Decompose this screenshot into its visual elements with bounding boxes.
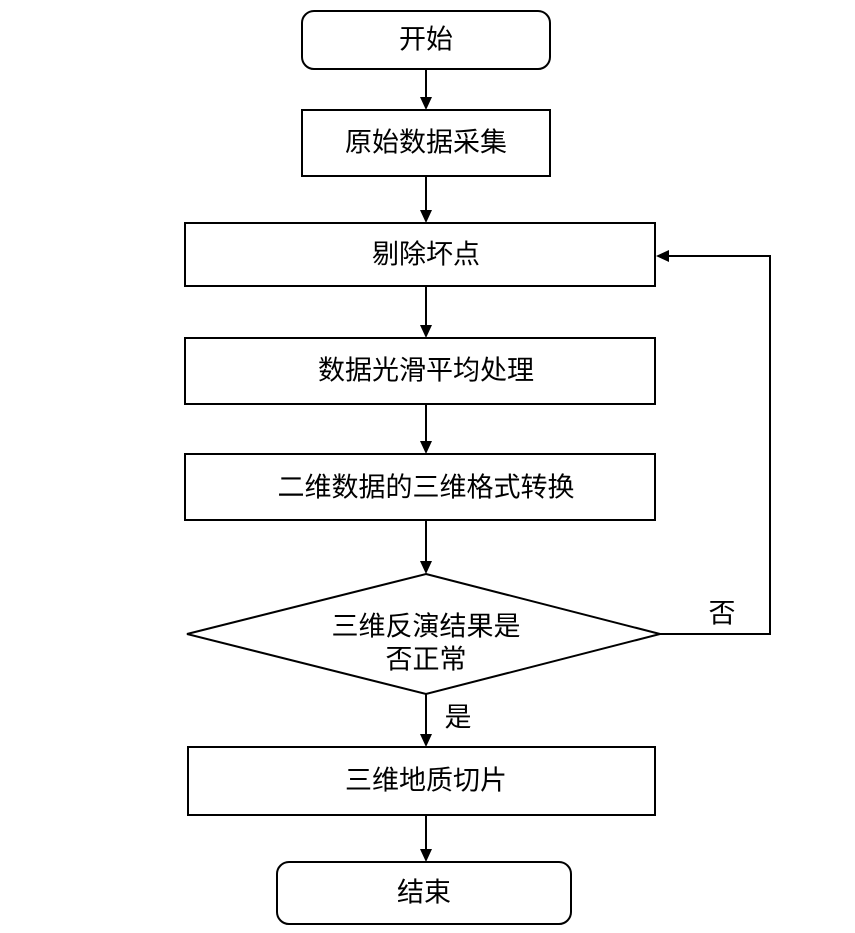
remove-bad-points-label: 剔除坏点 — [372, 240, 480, 271]
remove-bad-points-node: 剔除坏点 — [184, 222, 656, 287]
collect-node: 原始数据采集 — [301, 109, 551, 177]
decision-label-line2: 否正常 — [386, 645, 467, 676]
no-label: 否 — [709, 599, 736, 630]
arrow-no-loop — [656, 250, 771, 635]
arrow-yes — [420, 694, 432, 747]
arrow-slice-to-end — [420, 815, 432, 862]
decision-node: 三维反演结果是 否正常 — [186, 572, 661, 696]
arrow-collect-to-remove — [420, 176, 432, 223]
arrow-remove-to-smoothing — [420, 286, 432, 338]
yes-label: 是 — [445, 703, 472, 734]
arrow-conversion-to-decision — [420, 520, 432, 574]
arrow-smoothing-to-conversion — [420, 404, 432, 454]
start-label: 开始 — [399, 25, 453, 56]
slice-label: 三维地质切片 — [345, 766, 507, 797]
decision-label-line1: 三维反演结果是 — [332, 612, 521, 643]
end-label: 结束 — [397, 878, 451, 909]
format-conversion-node: 二维数据的三维格式转换 — [184, 453, 656, 521]
end-node: 结束 — [276, 861, 572, 925]
start-node: 开始 — [301, 10, 551, 70]
arrow-start-to-collect — [420, 69, 432, 110]
slice-node: 三维地质切片 — [187, 746, 656, 816]
format-conversion-label: 二维数据的三维格式转换 — [278, 473, 575, 504]
collect-label: 原始数据采集 — [345, 128, 507, 159]
smoothing-node: 数据光滑平均处理 — [184, 337, 656, 405]
smoothing-label: 数据光滑平均处理 — [318, 356, 534, 387]
